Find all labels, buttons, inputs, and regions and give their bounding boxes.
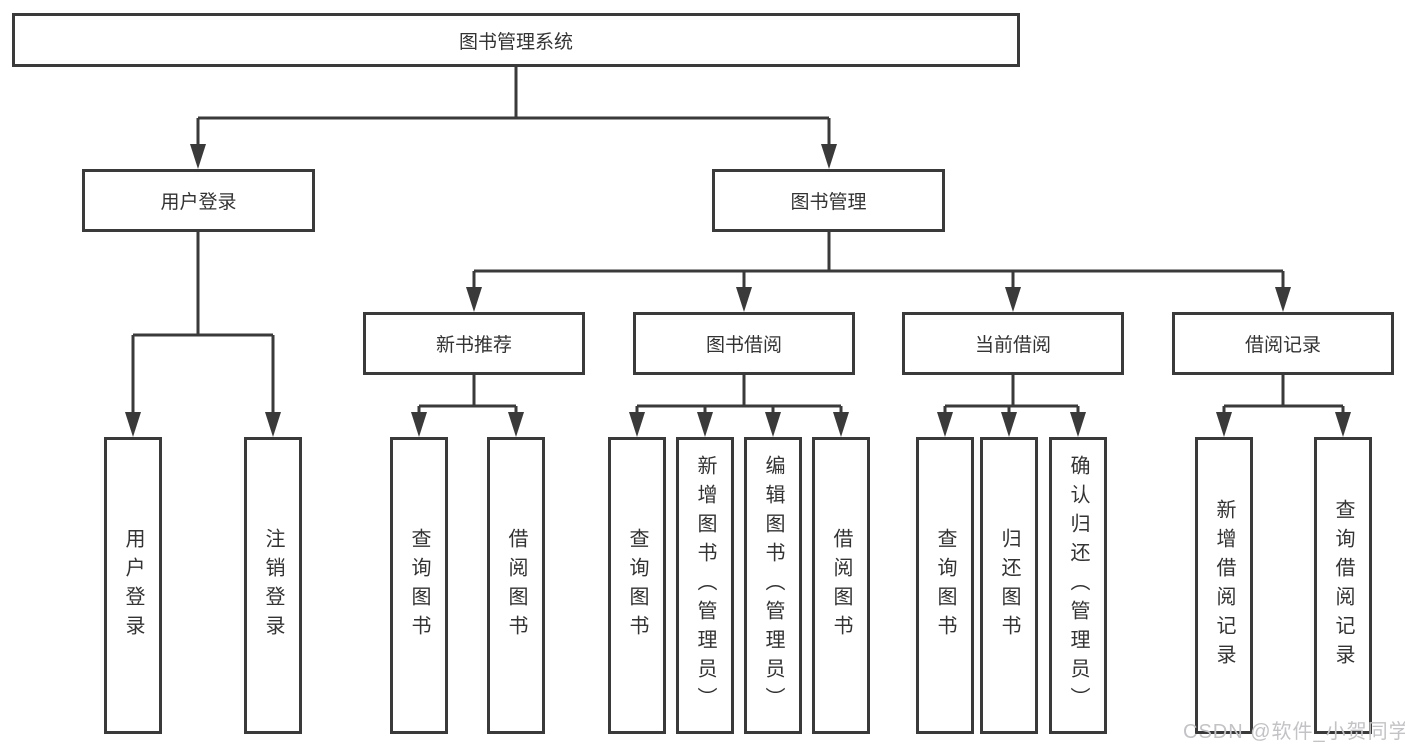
leaf-query-books-2: 查询图书	[608, 437, 666, 734]
leaf-query-borrow-record: 查询借阅记录	[1314, 437, 1372, 734]
section-book-borrow: 图书借阅	[633, 312, 855, 375]
root-node-library-system: 图书管理系统	[12, 13, 1020, 67]
section-current-borrow-label: 当前借阅	[974, 335, 1051, 356]
leaf-confirm-return-admin: 确认归还（管理员）	[1049, 437, 1107, 734]
section-borrow-records: 借阅记录	[1172, 312, 1394, 375]
leaf-borrow-books-1-label: 借阅图书	[505, 527, 527, 644]
leaf-user-login-label: 用户登录	[122, 527, 144, 644]
leaf-return-book-label: 归还图书	[998, 527, 1020, 644]
branch-book-management: 图书管理	[712, 169, 945, 232]
leaf-borrow-books-2: 借阅图书	[812, 437, 870, 734]
leaf-return-book: 归还图书	[980, 437, 1038, 734]
csdn-watermark: CSDN @软件_小贺同学	[1183, 721, 1405, 743]
leaf-query-books-3: 查询图书	[916, 437, 974, 734]
section-new-book-recommend-label: 新书推荐	[435, 335, 512, 356]
leaf-query-borrow-record-label: 查询借阅记录	[1332, 498, 1354, 673]
leaf-borrow-books-1: 借阅图书	[487, 437, 545, 734]
leaf-confirm-return-admin-label: 确认归还（管理员）	[1067, 455, 1089, 716]
leaf-add-borrow-record: 新增借阅记录	[1195, 437, 1253, 734]
leaf-borrow-books-2-label: 借阅图书	[830, 527, 852, 644]
leaf-query-books-1: 查询图书	[390, 437, 448, 734]
branch-user-login: 用户登录	[82, 169, 315, 232]
leaf-edit-book-admin: 编辑图书（管理员）	[744, 437, 802, 734]
leaf-logout: 注销登录	[244, 437, 302, 734]
section-book-borrow-label: 图书借阅	[705, 335, 782, 356]
leaf-query-books-3-label: 查询图书	[934, 527, 956, 644]
branch-book-management-label: 图书管理	[790, 192, 867, 213]
leaf-query-books-1-label: 查询图书	[408, 527, 430, 644]
leaf-query-books-2-label: 查询图书	[626, 527, 648, 644]
root-node-label: 图书管理系统	[458, 31, 573, 53]
leaf-add-book-admin-label: 新增图书（管理员）	[694, 455, 716, 716]
leaf-add-book-admin: 新增图书（管理员）	[676, 437, 734, 734]
leaf-edit-book-admin-label: 编辑图书（管理员）	[762, 455, 784, 716]
branch-user-login-label: 用户登录	[160, 192, 237, 213]
leaf-user-login: 用户登录	[104, 437, 162, 734]
section-current-borrow: 当前借阅	[902, 312, 1124, 375]
section-borrow-records-label: 借阅记录	[1244, 335, 1321, 356]
leaf-add-borrow-record-label: 新增借阅记录	[1213, 498, 1235, 673]
section-new-book-recommend: 新书推荐	[363, 312, 585, 375]
leaf-logout-label: 注销登录	[262, 527, 284, 644]
